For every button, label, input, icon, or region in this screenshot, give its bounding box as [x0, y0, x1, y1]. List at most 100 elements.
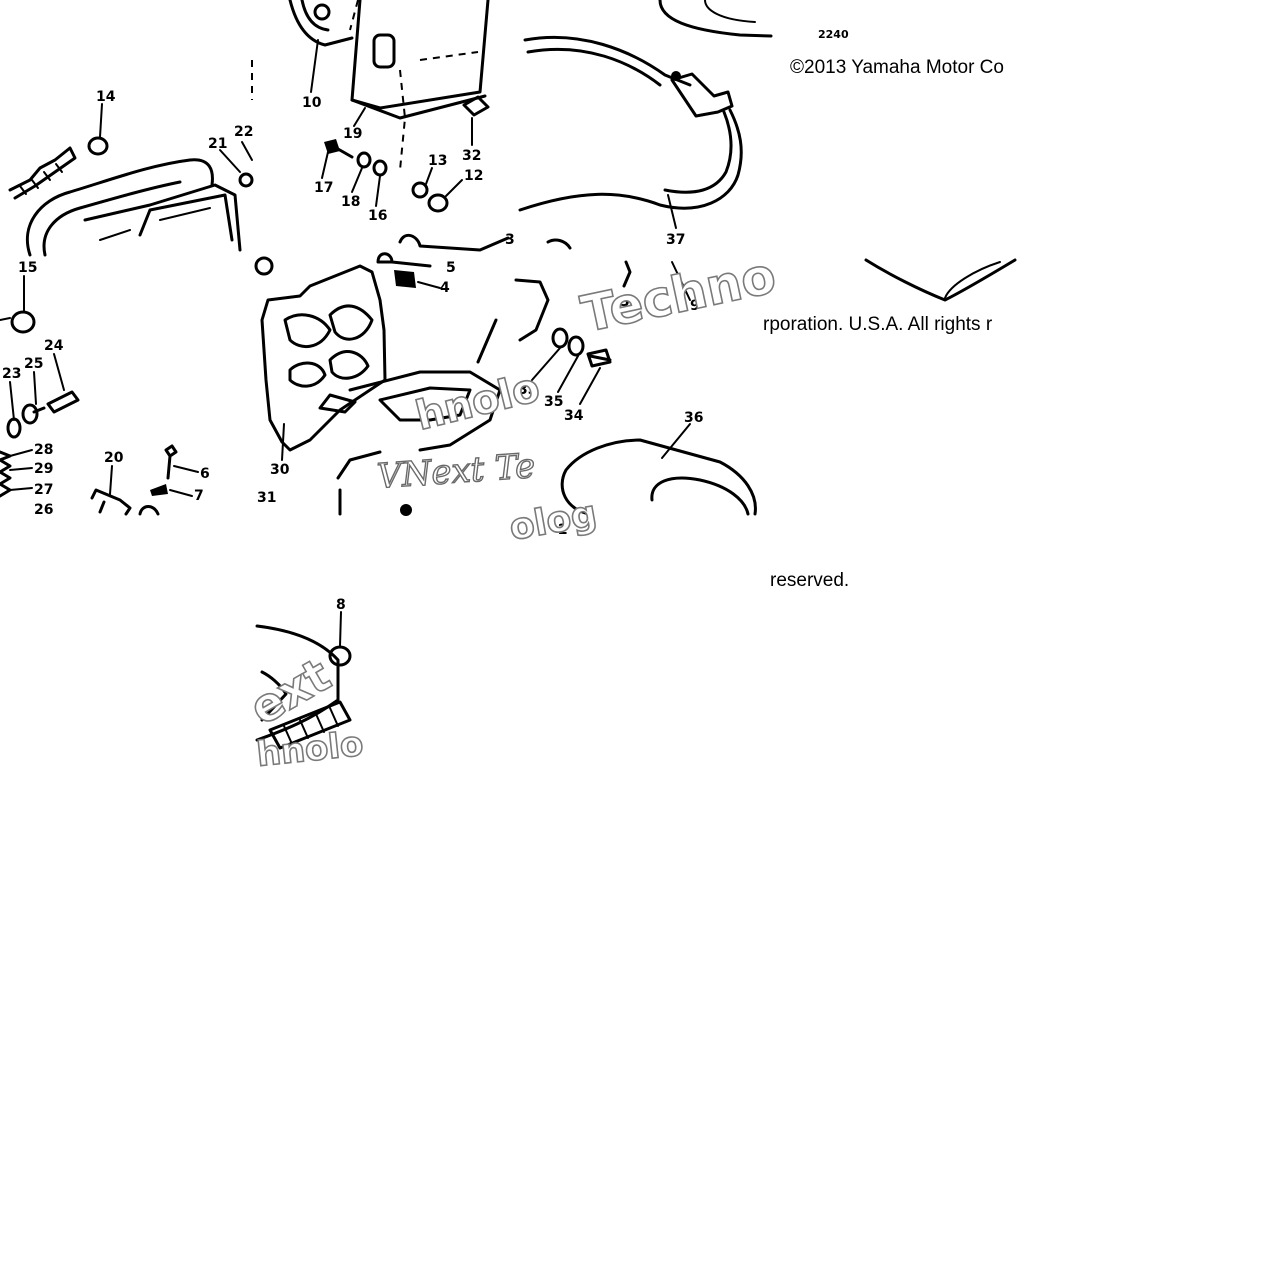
cord-coil-ribs: [19, 163, 63, 195]
screw-7: [150, 484, 168, 496]
part-label-18: 18: [341, 194, 360, 210]
valve-knob: [671, 71, 681, 81]
leader-13: [425, 167, 433, 185]
bolt-17-head: [324, 139, 340, 154]
leader-6: [173, 465, 199, 473]
handle-bar-inner: [42, 180, 182, 257]
watermarks: Techno VNext Te ext hnolo hnolo olog: [240, 245, 782, 775]
bolt-17-shaft: [336, 147, 354, 159]
leader-8: [339, 611, 342, 647]
nut-21: [238, 172, 254, 188]
leader-12: [445, 179, 463, 197]
part-label-25: 25: [24, 356, 43, 372]
tile-bracket: 30 31 3 5 4: [254, 232, 515, 516]
tank-strap: [288, 0, 354, 47]
leader-7: [169, 489, 193, 497]
part-label-3-right: 3: [620, 294, 630, 310]
tank-body: [350, 0, 490, 110]
leader-21: [219, 149, 241, 173]
tile-hose: 37: [518, 0, 773, 248]
part-label-13: 13: [428, 153, 447, 169]
washer-13: [411, 181, 429, 199]
copyright-line-2: rporation. U.S.A. All rights r: [763, 314, 993, 335]
cord-coil: [8, 146, 77, 200]
curve-part: [864, 258, 1017, 302]
nut-15: [10, 310, 36, 334]
tile-oil-tank: 10 19 17 18 16 13 12 32: [288, 0, 490, 224]
handle-bar: [25, 158, 214, 257]
tank-window: [372, 33, 396, 69]
bracket-arm-inner: [378, 386, 472, 422]
leader-20: [109, 465, 113, 495]
part-label-16: 16: [368, 208, 387, 224]
slanted-rod: [476, 318, 498, 364]
clip-20: [90, 488, 132, 516]
tank-hidden-edge: [349, 0, 407, 171]
leader-28: [9, 449, 33, 457]
leader-36: [661, 423, 691, 459]
part-label-30: 30: [270, 462, 290, 478]
exhaust-shell-inner: [704, 0, 756, 23]
part-label-27: 27: [34, 482, 53, 498]
washer-25: [21, 403, 39, 425]
part-label-12: 12: [464, 168, 483, 184]
spring-stack: [0, 450, 12, 498]
leader-4: [417, 281, 441, 289]
part-label-26: 26: [34, 502, 53, 518]
part-label-3: 3: [505, 232, 515, 248]
tank-bottom: [350, 94, 487, 120]
curve-part-inner: [944, 261, 1001, 299]
part-label-32: 32: [462, 148, 481, 164]
watermark-ext: ext: [241, 647, 340, 735]
side-cover: [255, 624, 340, 742]
nut-4: [394, 270, 416, 288]
leader-30: [281, 423, 285, 461]
part-label-21: 21: [208, 136, 227, 152]
part-label-20: 20: [104, 450, 124, 466]
leader-18: [351, 167, 363, 193]
part-label-19: 19: [343, 126, 362, 142]
leader-23: [9, 381, 15, 421]
part-label-5: 5: [446, 260, 456, 276]
washer-16: [372, 159, 388, 177]
part-label-34: 34: [564, 408, 584, 424]
part-label-6: 6: [200, 466, 210, 482]
washer-33: [551, 327, 569, 349]
grommet-14: [87, 136, 109, 156]
part-label-29: 29: [34, 461, 53, 477]
part-label-23: 23: [2, 366, 21, 382]
leader-34: [579, 367, 601, 405]
diagram-code: 2240: [818, 28, 849, 41]
leader-9: [671, 261, 691, 301]
cord-coil-lower-ribs: [283, 707, 339, 745]
leader-22: [241, 141, 253, 161]
cord-coil-lower: [268, 700, 352, 750]
bolt-34: [586, 348, 612, 368]
tank-dash-right: [419, 51, 479, 61]
leader-24: [53, 353, 65, 391]
leader-17: [321, 151, 329, 179]
bolt-5: [376, 252, 432, 268]
tile-handle-tray: 14 21 22: [8, 60, 254, 257]
tile-bolts-left: 15 23 25 24 28 29 27 26 20 6 7: [0, 260, 210, 518]
watermark-vnext: VNext Te: [376, 446, 537, 497]
bracket-block: [138, 193, 234, 242]
part-label-8: 8: [336, 597, 346, 613]
part-label-9: 9: [690, 298, 700, 314]
part-label-4: 4: [440, 280, 450, 296]
hose-upper: [523, 35, 692, 87]
bracket-cutout-2: [328, 304, 374, 341]
watermark-olog: olog: [506, 493, 599, 549]
copyright-line-1: ©2013 Yamaha Motor Co: [790, 57, 1004, 78]
part-label-17: 17: [314, 180, 333, 196]
muffler-end: [650, 476, 750, 516]
leader-29: [9, 467, 33, 471]
part-label-24: 24: [44, 338, 64, 354]
tile-copyright-top: 2240 ©2013 Yamaha Motor Co: [790, 28, 1004, 78]
upper-panel: [514, 278, 550, 342]
copyright-line-3: reserved.: [770, 570, 849, 591]
hose-lower: [518, 108, 743, 212]
part-label-31: 31: [257, 490, 276, 506]
leader-35: [557, 355, 579, 393]
